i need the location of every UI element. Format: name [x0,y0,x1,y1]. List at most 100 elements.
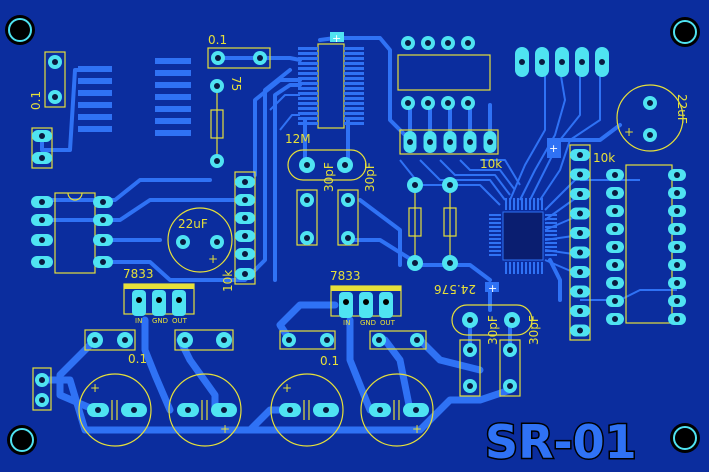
svg-text:+: + [488,282,497,295]
header-pin [235,212,255,224]
mounting-hole-icon [5,15,35,45]
ic-pin [298,72,318,75]
svg-text:OUT: OUT [380,319,396,327]
ic-pin [461,96,475,110]
svg-text:0.1: 0.1 [208,33,227,47]
ic-pin [668,187,686,199]
resistor-pair [407,177,458,271]
svg-text:IN: IN [343,319,350,327]
resistor-pin [606,187,624,199]
resistor-pin [606,205,624,217]
header-pin [235,176,255,188]
header-pin [235,268,255,280]
ic-pin [344,72,364,75]
header-pin [570,168,590,181]
ic-pin [298,77,318,80]
svg-text:22uF: 22uF [675,94,689,124]
capacitor-reg1-out [174,329,234,351]
resistor-pin [606,313,624,325]
ic-pin [344,102,364,105]
smd-pad-array-left [78,66,112,132]
ic-pin [668,223,686,235]
header-pin [570,246,590,259]
header-pin [570,149,590,161]
capacitor-30pf-d: 30pF [499,315,541,397]
svg-text:30pF: 30pF [322,162,336,192]
ic-pin [344,122,364,125]
ic-pin [93,234,113,246]
header-right-label: 10k [593,151,615,165]
ic-pin [344,107,364,110]
ic-pin [344,67,364,70]
ic-pin [298,122,318,125]
electrolytic-capacitor: + [168,373,242,447]
svg-text:0.1: 0.1 [128,352,147,366]
ic-pin [344,77,364,80]
header-pin [235,194,255,206]
ic-pin [31,214,53,226]
svg-text:22uF: 22uF [178,217,208,231]
ic-pin [344,87,364,90]
ic-pin [298,92,318,95]
svg-text:0.1: 0.1 [29,91,43,110]
svg-text:0.1: 0.1 [320,354,339,368]
dip-ic-top [397,36,491,110]
ic-pin [344,112,364,115]
svg-text:30pF: 30pF [486,315,500,345]
polarity-mark: + [90,381,100,395]
svg-text:12M: 12M [285,132,311,146]
resistor-pin [606,169,624,181]
resistor-pin [606,241,624,253]
connector-pin [535,47,549,77]
svg-text:OUT: OUT [172,317,188,325]
ic-pin [668,313,686,325]
connector-pin [555,47,569,77]
svg-text:24.576: 24.576 [434,282,476,296]
header-pin [235,248,255,260]
ic-pin [298,57,318,60]
capacitor-30pf-c: 30pF [459,315,500,397]
ic-pin [461,36,475,50]
connector-pin [595,47,609,77]
resistor-array-pin [443,131,457,153]
resistor-pin [606,295,624,307]
header-pin [570,207,590,220]
ic-pin [93,214,113,226]
crystal-12m: 12M [285,132,367,181]
ic-pin [344,47,364,50]
polarity-mark: + [412,422,422,436]
ic-pin [298,107,318,110]
ic-pin [668,241,686,253]
crystal-24576: 24.576 [434,282,533,336]
svg-text:+: + [332,32,341,45]
ic-pin [344,82,364,85]
svg-text:10k: 10k [480,157,502,171]
svg-text:10k: 10k [221,270,235,292]
header-pin [570,266,590,278]
ic-pin [298,102,318,105]
resistor-pin [606,277,624,289]
svg-text:75: 75 [229,76,243,91]
mounting-holes [5,15,700,455]
resistor-pin [606,259,624,271]
ic-pin [401,96,415,110]
ic-pin [421,36,435,50]
resistor-array-pin [423,131,437,153]
header-right [569,144,591,341]
ic-pin [298,67,318,70]
svg-text:7833: 7833 [330,269,361,283]
ic-pin [668,205,686,217]
board-title: SR-01 [485,415,637,469]
svg-text:+: + [549,142,558,155]
resistor-array-10k: 10k [399,129,502,171]
ic-pin [441,36,455,50]
header-pin [235,230,255,242]
electrolytic-capacitor: + [360,373,434,447]
resistor-array-pin [483,131,497,153]
header-pin [570,305,590,317]
ic-pin [344,92,364,95]
capacitor-30pf-a: 30pF [296,162,336,246]
ic-pin [668,259,686,271]
ic-pin [344,62,364,65]
